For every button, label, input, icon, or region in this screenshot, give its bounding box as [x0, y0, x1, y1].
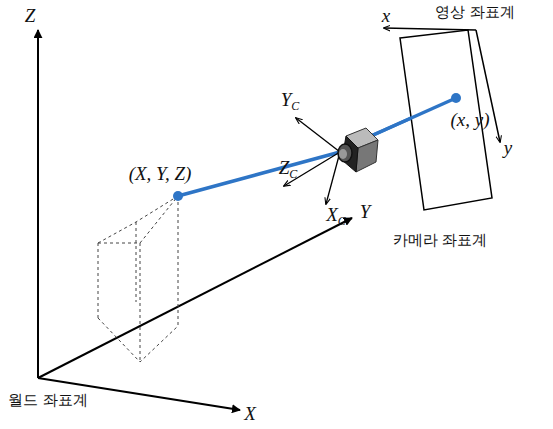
point-label: (x, y): [450, 110, 489, 131]
camera-icon: [338, 128, 378, 172]
projection-ray: [178, 152, 340, 196]
point-label: (X, Y, Z): [129, 164, 192, 185]
axis-label: XC: [326, 205, 346, 228]
dashed-box: [98, 196, 178, 362]
projection-ray: [362, 98, 456, 140]
world-axes: [38, 30, 352, 410]
image-plane: [400, 30, 492, 210]
image-point: [451, 93, 461, 103]
camera-axes: [284, 118, 340, 204]
system-name: 월드 좌표계: [8, 392, 88, 409]
axis-label: Z: [25, 6, 36, 27]
image-x-axis: [384, 28, 476, 30]
axis-label: X: [244, 404, 256, 425]
system-name: 영상 좌표계: [435, 4, 515, 21]
system-name: 카메라 좌표계: [393, 232, 488, 249]
axis-label: YC: [281, 90, 300, 113]
axis-label: x: [382, 6, 390, 27]
world-point: [173, 191, 183, 201]
axis-label: ZC: [279, 158, 298, 181]
axis-label: y: [504, 138, 512, 159]
axis-label: Y: [360, 202, 371, 223]
